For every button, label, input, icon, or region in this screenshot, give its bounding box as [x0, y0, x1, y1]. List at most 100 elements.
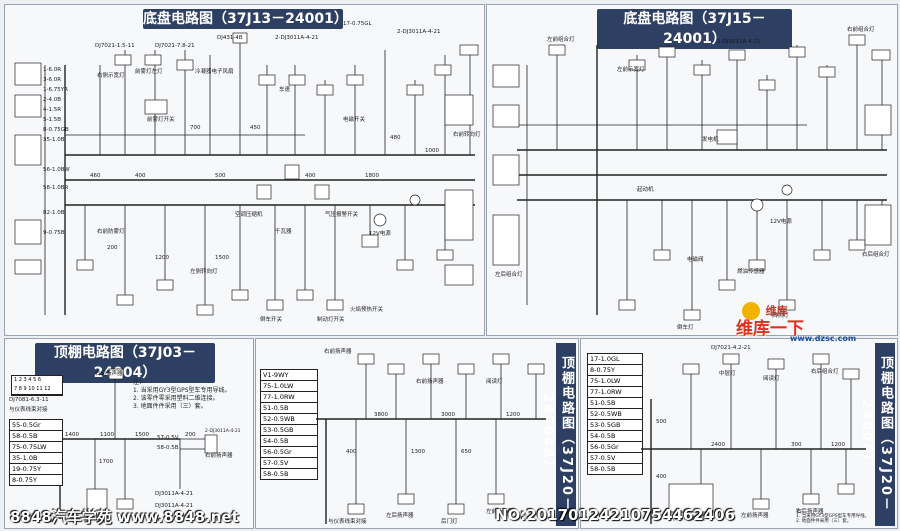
dimension-label: 3000	[441, 412, 455, 418]
dimension-label: 200	[185, 432, 196, 438]
component-label: 千瓦器	[275, 229, 292, 235]
dimension-label: 1100	[100, 432, 114, 438]
component-label: 中层灯	[719, 371, 736, 377]
logo-mark-icon	[742, 301, 760, 320]
wiring-diagram-svg	[492, 34, 892, 321]
panel-chassis-37j13: 底盘电路图（37J13－24001）	[4, 4, 485, 336]
panel-chassis-37j15: 底盘电路图（37J15－24001） 左前组合灯	[486, 4, 898, 336]
wire-entry: 35-1.0B	[10, 453, 62, 464]
component-label: 左前组合灯	[547, 37, 575, 43]
component-label: DJ3011A-4-21	[155, 503, 193, 509]
component-label: 牌照灯	[772, 313, 789, 319]
component-label: 倒车开关	[260, 317, 283, 323]
component-label: 12V电源	[369, 231, 391, 237]
component-label: 空调压缩机	[235, 212, 263, 218]
wire-entry: 53-0.5GB	[261, 425, 317, 436]
note-line: 1. 当采用GY3型GPS型车专用导线。	[796, 514, 870, 519]
dimension-label: 400	[656, 474, 667, 480]
wire-entry: 19-0.75Y	[10, 464, 62, 475]
component-label: 与仪表线束对接	[328, 519, 367, 525]
bundle-wire-label: 58-1.0BR	[43, 185, 69, 191]
dimension-label: 3800	[374, 412, 388, 418]
wire-label: 57-0.5V	[157, 435, 179, 441]
wire-entry: 8-0.75Y	[588, 365, 642, 376]
wire-entry: 57-0.5V	[261, 458, 317, 469]
component-label: 右侧示宽灯	[97, 73, 125, 79]
wiring-diagram-svg	[14, 32, 479, 316]
component-label: 左前扬声器	[741, 513, 769, 519]
component-label: 左前示宽灯	[617, 67, 645, 73]
logo-text-cn: 维库一下	[736, 319, 804, 339]
bundle-wire-label: 3-6.0R	[43, 77, 62, 83]
wire-entry: 54-0.5B	[588, 431, 642, 442]
note-line: 注：	[133, 379, 146, 386]
component-label: 左前扬声器	[486, 509, 514, 515]
wire-entry: 51-0.5B	[588, 398, 642, 409]
wire-entry: 53-0.5GB	[588, 420, 642, 431]
component-label: 阅读灯	[486, 379, 503, 385]
component-label: 右前组合灯	[847, 27, 875, 33]
wire-entry: 57-0.5V	[588, 453, 642, 464]
component-label: 右前转向灯	[453, 132, 481, 138]
component-label: DJ7021-7.8-21	[155, 43, 195, 49]
component-label: 燃油传感器	[737, 269, 765, 275]
component-label: 右前防雾灯	[97, 229, 125, 235]
component-label: 发电机	[702, 137, 719, 143]
dimension-label: 480	[390, 135, 401, 141]
bundle-wire-label: 5-1.5B	[43, 117, 62, 123]
component-label: 左后扬声器	[386, 513, 414, 519]
panel-roof-37j20: 顶棚电路图（37J20－24004） 17-1.0GL 8-0.75Y 75-1…	[580, 338, 898, 529]
harness-title: DJ7081-6.3-11	[9, 397, 49, 403]
component-label: 2-DJ3011A-4-21	[717, 39, 761, 45]
wire-entry: 17-1.0GL	[588, 354, 642, 365]
wire-entry: 54-0.5B	[261, 436, 317, 447]
wire-entry: 75-1.0LW	[261, 381, 317, 392]
component-label: 左后组合灯	[495, 272, 523, 278]
component-label: 2-DJ3011A-4-21	[397, 29, 441, 35]
note-line: 1. 当采用GY3型GPS型车专用导线。	[133, 387, 231, 394]
dimension-label: 400	[346, 449, 357, 455]
watermark-right: NO:20170124210754462406	[495, 506, 736, 524]
wire-list: V1-9WY 75-1.0LW 77-1.0RW 51-0.5B 52-0.5W…	[260, 369, 318, 480]
panel-title: 底盘电路图（37J13－24001）	[143, 9, 348, 29]
wire-entry: 56-0.5Gr	[261, 447, 317, 458]
dimension-label: 1500	[215, 255, 229, 261]
wire-entry: 58-0.5B	[10, 431, 62, 442]
component-label: 前雾灯开关	[147, 117, 175, 123]
dimension-label: 1300	[411, 449, 425, 455]
note-line: 2. 地面件件采用（三）套。	[796, 519, 852, 524]
bundle-wire-label: 56-1.0BW	[43, 167, 70, 173]
dimension-label: 500	[656, 419, 667, 425]
component-label: 电磁阀	[687, 257, 704, 263]
component-label: 右前扬声器	[205, 453, 233, 459]
component-label: 2-DJ3011A-4-21	[275, 35, 319, 41]
dimension-label: 400	[305, 173, 316, 179]
wire-entry: 56-0.5Gr	[588, 442, 642, 453]
bundle-wire-label: 82-1.0B	[43, 210, 65, 216]
panel-title: 底盘电路图（37J15－24001）	[597, 9, 792, 49]
component-label: 制动灯开关	[317, 317, 345, 323]
component-label: 与仪表线束对接	[667, 516, 706, 522]
wire-list: 17-1.0GL 8-0.75Y 75-1.0LW 77-1.0RW 51-0.…	[587, 353, 643, 475]
note-line: 3. 地面件件采用（三）套。	[133, 403, 207, 410]
component-label: 阅读灯	[763, 376, 780, 382]
component-label: 右前扬声器	[416, 379, 444, 385]
component-label: 起动机	[637, 187, 654, 193]
dimension-label: 460	[90, 173, 101, 179]
dimension-label: 1500	[135, 432, 149, 438]
dimension-label: 200	[107, 245, 118, 251]
bundle-wire-label: 1-6.75YR	[43, 87, 68, 93]
wiring-diagram-svg	[641, 353, 866, 524]
dimension-label: 450	[250, 125, 261, 131]
wire-entry: 58-0.5B	[263, 470, 289, 478]
notes-block: 注： 1. 当采用GY3型GPS型车专用导线。 2. 地面件件采用（三）套。	[796, 509, 869, 524]
dimension-label: 700	[190, 125, 201, 131]
dimension-label: 2400	[711, 442, 725, 448]
wire-entry: 58-0.5B	[590, 465, 616, 473]
wire-entry: 51-0.5B	[261, 403, 317, 414]
component-label: DJ7021-4.2-21	[711, 345, 751, 351]
component-label: 倒车灯	[677, 325, 694, 331]
bundle-wire-label: 4-1.5R	[43, 107, 62, 113]
